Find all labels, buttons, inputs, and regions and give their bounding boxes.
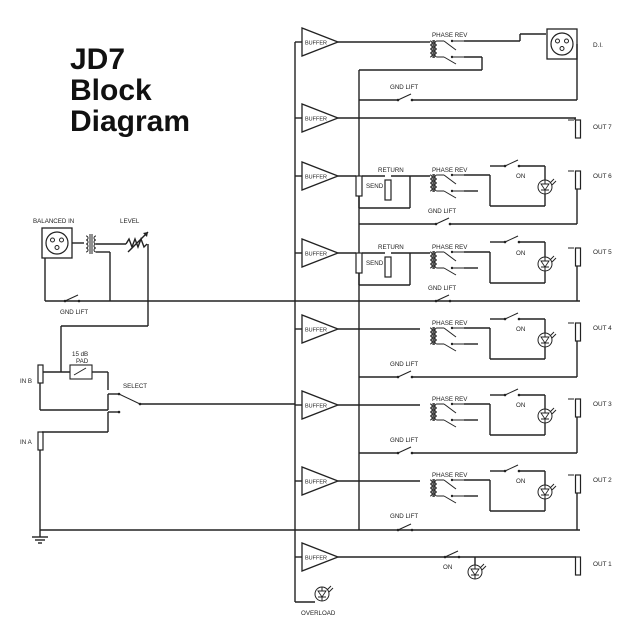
overload-led: OVERLOAD [295,585,336,617]
buffer-out-1: BUFFER [295,542,576,572]
svg-text:BUFFER: BUFFER [305,480,327,486]
jack-out-6 [567,170,582,190]
gnd-lift-d-i: GND LIFT [359,84,577,102]
svg-text:SEND: SEND [366,260,384,267]
label-out-3: OUT 3 [593,401,612,408]
label-out-7: OUT 7 [593,124,612,131]
ground-symbol [32,530,48,544]
buffer-d-i: BUFFER [295,27,420,57]
jack-out-3 [567,398,582,418]
svg-text:BALANCED IN: BALANCED IN [33,218,74,225]
phase-rev-d-i: PHASE REV [359,32,546,71]
svg-text:PHASE REV: PHASE REV [432,244,468,251]
jack-out-2 [567,474,582,494]
svg-text:BUFFER: BUFFER [305,117,327,123]
svg-text:PHASE REV: PHASE REV [432,167,468,174]
label-out-4: OUT 4 [593,325,612,332]
buffer-out-7: BUFFER [295,103,576,133]
gnd-lift-out-4: GND LIFT [359,361,577,379]
select-switch: SELECT [108,383,295,414]
svg-text:BUFFER: BUFFER [305,404,327,410]
led-switch-out-2: ON [490,464,557,512]
svg-text:OVERLOAD: OVERLOAD [301,610,336,617]
svg-text:GND LIFT: GND LIFT [60,309,88,316]
title-block: Block [70,74,152,107]
phase-rev-out-4: PHASE REV [429,320,491,359]
svg-text:ON: ON [516,250,525,257]
buffer-out-4: BUFFER [295,314,420,344]
buffer-out-6: BUFFER [295,161,356,191]
svg-text:IN A: IN A [20,439,33,446]
phase-rev-out-2: PHASE REV [429,472,491,511]
label-d-i: D.I. [593,42,603,49]
buffer-out-5: BUFFER [295,238,356,268]
svg-text:15 dB: 15 dB [72,351,88,358]
svg-text:PHASE REV: PHASE REV [432,32,468,39]
svg-text:SELECT: SELECT [123,383,147,390]
label-out-2: OUT 2 [593,477,612,484]
level-control: LEVEL [60,218,149,372]
jack-out-4 [567,322,582,342]
svg-text:GND LIFT: GND LIFT [428,208,456,215]
svg-text:BUFFER: BUFFER [305,175,327,181]
led-switch-out-4: ON [490,312,557,360]
label-out-6: OUT 6 [593,173,612,180]
svg-text:SEND: SEND [366,183,384,190]
led-switch-out-5: ON [490,235,557,284]
svg-text:PHASE REV: PHASE REV [432,320,468,327]
buffer-out-2: BUFFER [295,466,420,496]
phase-rev-out-6: PHASE REV [429,167,491,206]
svg-text:LEVEL: LEVEL [120,218,140,225]
svg-text:RETURN: RETURN [378,244,404,251]
phase-rev-out-3: PHASE REV [429,396,491,435]
label-out-5: OUT 5 [593,249,612,256]
led-switch-out-3: ON [490,388,557,436]
svg-text:GND LIFT: GND LIFT [390,361,418,368]
in-b-jack: IN B [20,364,109,411]
jack-out-1 [567,556,582,576]
svg-text:BUFFER: BUFFER [305,328,327,334]
svg-text:BUFFER: BUFFER [305,556,327,562]
gnd-lift-input: GND LIFT [60,294,88,316]
insert-out-6: SEND RETURN [355,167,430,209]
jack-out-5 [567,247,582,267]
svg-text:BUFFER: BUFFER [305,41,327,47]
svg-text:RETURN: RETURN [378,167,404,174]
svg-text:GND LIFT: GND LIFT [428,285,456,292]
gnd-lift-out-5: GND LIFT [428,285,456,303]
svg-text:IN B: IN B [20,378,32,385]
label-out-1: OUT 1 [593,561,612,568]
svg-text:PAD: PAD [76,358,89,365]
svg-text:PHASE REV: PHASE REV [432,472,468,479]
gnd-lift-out-2: GND LIFT [390,513,418,532]
jack-out-7 [567,119,582,139]
input-transformer [85,234,126,301]
pad-switch: 15 dB PAD [40,351,93,380]
insert-out-5: SEND RETURN [355,244,430,286]
gnd-lift-out-3: GND LIFT [359,437,577,455]
svg-text:ON: ON [516,478,525,485]
phase-rev-out-5: PHASE REV [429,244,491,283]
svg-text:GND LIFT: GND LIFT [390,84,418,91]
title-jd7: JD7 [70,43,126,76]
svg-text:GND LIFT: GND LIFT [390,513,418,520]
di-xlr-connector [546,28,578,100]
svg-text:ON: ON [516,402,525,409]
balanced-in-xlr: BALANCED IN [33,218,84,301]
gnd-lift-out-6: GND LIFT [359,208,577,226]
in-a-jack: IN A [20,412,109,530]
led-switch-out-1: ON [443,550,487,580]
svg-text:ON: ON [443,564,452,571]
title-diagram: Diagram [70,105,191,138]
svg-text:GND LIFT: GND LIFT [390,437,418,444]
svg-text:BUFFER: BUFFER [305,252,327,258]
buffer-out-3: BUFFER [295,390,420,420]
svg-text:ON: ON [516,173,525,180]
svg-text:PHASE REV: PHASE REV [432,396,468,403]
svg-text:ON: ON [516,326,525,333]
led-switch-out-6: ON [490,159,557,207]
